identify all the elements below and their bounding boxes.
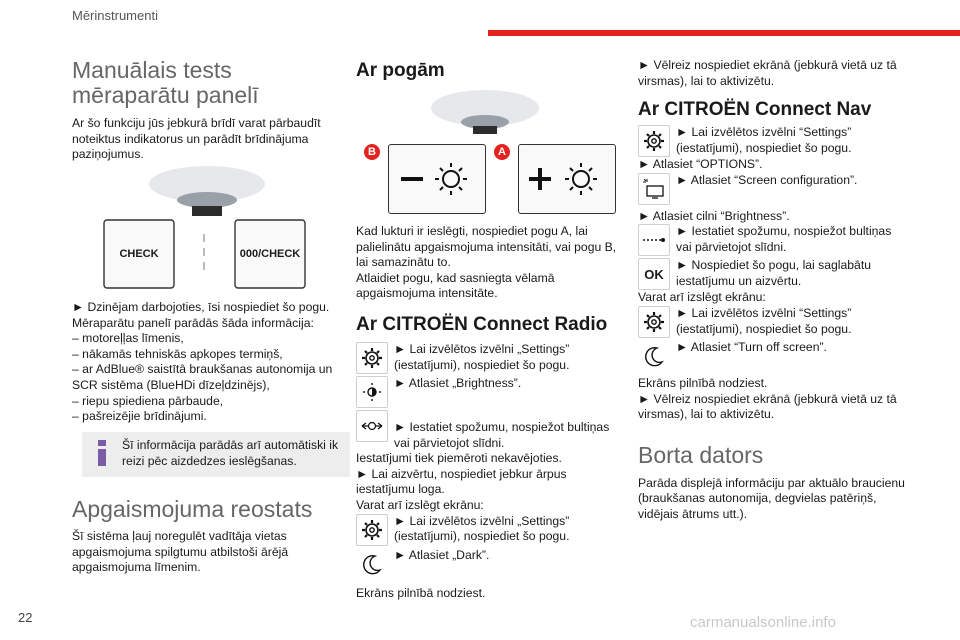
brightness-icon: [356, 375, 388, 408]
column-2-body: Kad lukturi ir ieslēgti, nospiediet pogu…: [356, 224, 620, 601]
info-icon: [98, 440, 106, 466]
nav-step-text: ► Lai izvēlētos izvēlni “Settings” (iest…: [676, 305, 852, 336]
radio-step-settings: ► Lai izvēlētos izvēlni „Settings” (iest…: [356, 341, 620, 374]
nav-step-text: ► Nospiediet šo pogu, lai saglabātu iest…: [676, 258, 871, 288]
check2-button-label: 000/CHECK: [239, 248, 301, 260]
title-with-buttons: Ar pogām: [356, 60, 445, 81]
minus-sun-icon: [401, 163, 467, 195]
gear-icon: [638, 125, 670, 158]
nav-text: ► Atlasiet cilni “Brightness”.: [638, 208, 790, 223]
slider-dots-icon: [638, 224, 670, 257]
nav-step-settings-2: ► Lai izvēlētos izvēlni “Settings” (iest…: [638, 305, 908, 338]
moon-icon: [638, 340, 670, 372]
column-3: ► Vēlreiz nospiediet ekrānā (jebkurā vie…: [638, 58, 908, 523]
step-line: – motoreļļas līmenis,: [72, 331, 184, 346]
nav-text: ► Vēlreiz nospiediet ekrānā (jebkurā vie…: [638, 58, 897, 88]
column-2-title: Ar pogām: [356, 60, 620, 82]
radio-step-brightness: ► Atlasiet „Brightness”.: [356, 375, 620, 408]
header-accent-bar: [488, 30, 960, 36]
radio-step-settings-2: ► Lai izvēlētos izvēlni „Settings” (iest…: [356, 513, 620, 546]
nav-step-text: ► Atlasiet “Turn off screen”.: [676, 339, 827, 354]
ok-button-icon: OK: [638, 258, 670, 291]
nav-step-ok: OK ► Nospiediet šo pogu, lai saglabātu i…: [638, 258, 908, 291]
radio-text: Ekrāns pilnībā nodziest.: [356, 585, 486, 600]
gear-icon: [638, 305, 670, 338]
info-text: Šī informācija parādās arī automātiski i…: [122, 438, 339, 468]
screen-brightness-icon: [638, 172, 670, 205]
dashboard-stalk-illustration: [431, 90, 539, 134]
radio-step-text: ► Lai izvēlētos izvēlni „Settings” (iest…: [394, 513, 570, 544]
title-manual-test-1: Manuālais tests: [72, 57, 232, 83]
intro-text: Ar šo funkciju jūs jebkurā brīdī varat p…: [72, 116, 321, 162]
brightness-increase-button[interactable]: [518, 144, 616, 214]
column-1: Manuālais tests mēraparātu panelī Ar šo …: [72, 58, 340, 163]
buttons-text-1: Kad lukturi ir ieslēgti, nospiediet pogu…: [356, 224, 617, 270]
step-line: – ar AdBlue® saistītā braukšanas autonom…: [72, 362, 333, 392]
moon-icon: [356, 548, 388, 580]
nav-text: ► Vēlreiz nospiediet ekrānā (jebkurā vie…: [638, 391, 897, 422]
brightness-decrease-button[interactable]: [388, 144, 486, 214]
nav-text: Ekrāns pilnībā nodziest.: [638, 375, 768, 390]
slider-arrows-icon: [356, 409, 388, 442]
buttons-text-2: Atlaidiet pogu, kad sasniegta vēlamā apg…: [356, 270, 555, 301]
step-line: – riepu spiediena pārbaude,: [72, 393, 224, 408]
nav-text: ► Atlasiet “OPTIONS”.: [638, 157, 763, 172]
rheostat-section: Apgaismojuma reostats Šī sistēma ļauj no…: [72, 497, 340, 576]
radio-step-adjust: ► Iestatiet spožumu, nospiežot bultiņas …: [356, 409, 620, 451]
check-buttons-illustration: [103, 166, 306, 289]
check-steps: ► Dzinējam darbojoties, īsi nospiediet š…: [72, 300, 340, 425]
radio-step-text: ► Lai izvēlētos izvēlni „Settings” (iest…: [394, 341, 570, 372]
title-connect-radio: Ar CITROËN Connect Radio: [356, 313, 608, 335]
radio-step-text: ► Atlasiet „Dark”.: [394, 547, 490, 562]
step-line: Mēraparātu panelī parādās šāda informāci…: [72, 315, 314, 330]
page-number: 22: [18, 610, 33, 625]
radio-text: ► Lai aizvērtu, nospiediet jebkur ārpus …: [356, 466, 567, 497]
step-line: – nākamās tehniskās apkopes termiņš,: [72, 346, 283, 361]
nav-step-text: ► Atlasiet “Screen configuration”.: [676, 172, 858, 187]
gear-icon: [356, 341, 388, 374]
title-rheostat: Apgaismojuma reostats: [72, 496, 313, 522]
nav-step-text: ► Lai izvēlētos izvēlni “Settings” (iest…: [676, 125, 852, 155]
title-connect-nav: Ar CITROËN Connect Nav: [638, 99, 872, 121]
section-label: Mērinstrumenti: [72, 8, 158, 23]
step-line: ► Dzinējam darbojoties, īsi nospiediet š…: [72, 300, 330, 314]
title-manual-test-2: mēraparātu panelī: [72, 82, 259, 108]
radio-text: Varat arī izslēgt ekrānu:: [356, 497, 484, 512]
radio-step-dark: ► Atlasiet „Dark”.: [356, 548, 620, 580]
nav-step-turn-off: ► Atlasiet “Turn off screen”.: [638, 340, 908, 372]
radio-step-text: ► Atlasiet „Brightness”.: [394, 375, 522, 390]
info-box: Šī informācija parādās arī automātiski i…: [82, 432, 350, 478]
nav-step-screen: ► Atlasiet “Screen configuration”.: [638, 172, 908, 205]
nav-step-adjust: ► Iestatiet spožumu, nospiežot bultiņas …: [638, 224, 908, 257]
badge-a: A: [494, 144, 510, 160]
gear-icon: [356, 513, 388, 546]
badge-b: B: [364, 144, 380, 160]
radio-text: Iestatījumi tiek piemēroti nekavējoties.: [356, 451, 562, 466]
title-trip-computer: Borta dators: [638, 441, 764, 468]
check-button-label: CHECK: [119, 248, 159, 260]
nav-step-settings: ► Lai izvēlētos izvēlni “Settings” (iest…: [638, 125, 908, 158]
watermark: carmanualsonline.info: [690, 614, 836, 631]
rheostat-text: Šī sistēma ļauj noregulēt vadītāja vieta…: [72, 529, 289, 575]
step-line: – pašreizējie brīdinājumi.: [72, 409, 207, 424]
nav-text: Varat arī izslēgt ekrānu:: [638, 290, 766, 305]
plus-sun-icon: [529, 163, 597, 195]
trip-computer-text: Parāda displejā informāciju par aktuālo …: [638, 475, 905, 521]
radio-step-text: ► Iestatiet spožumu, nospiežot bultiņas …: [394, 419, 610, 450]
nav-step-text: ► Iestatiet spožumu, nospiežot bultiņas …: [676, 224, 892, 254]
